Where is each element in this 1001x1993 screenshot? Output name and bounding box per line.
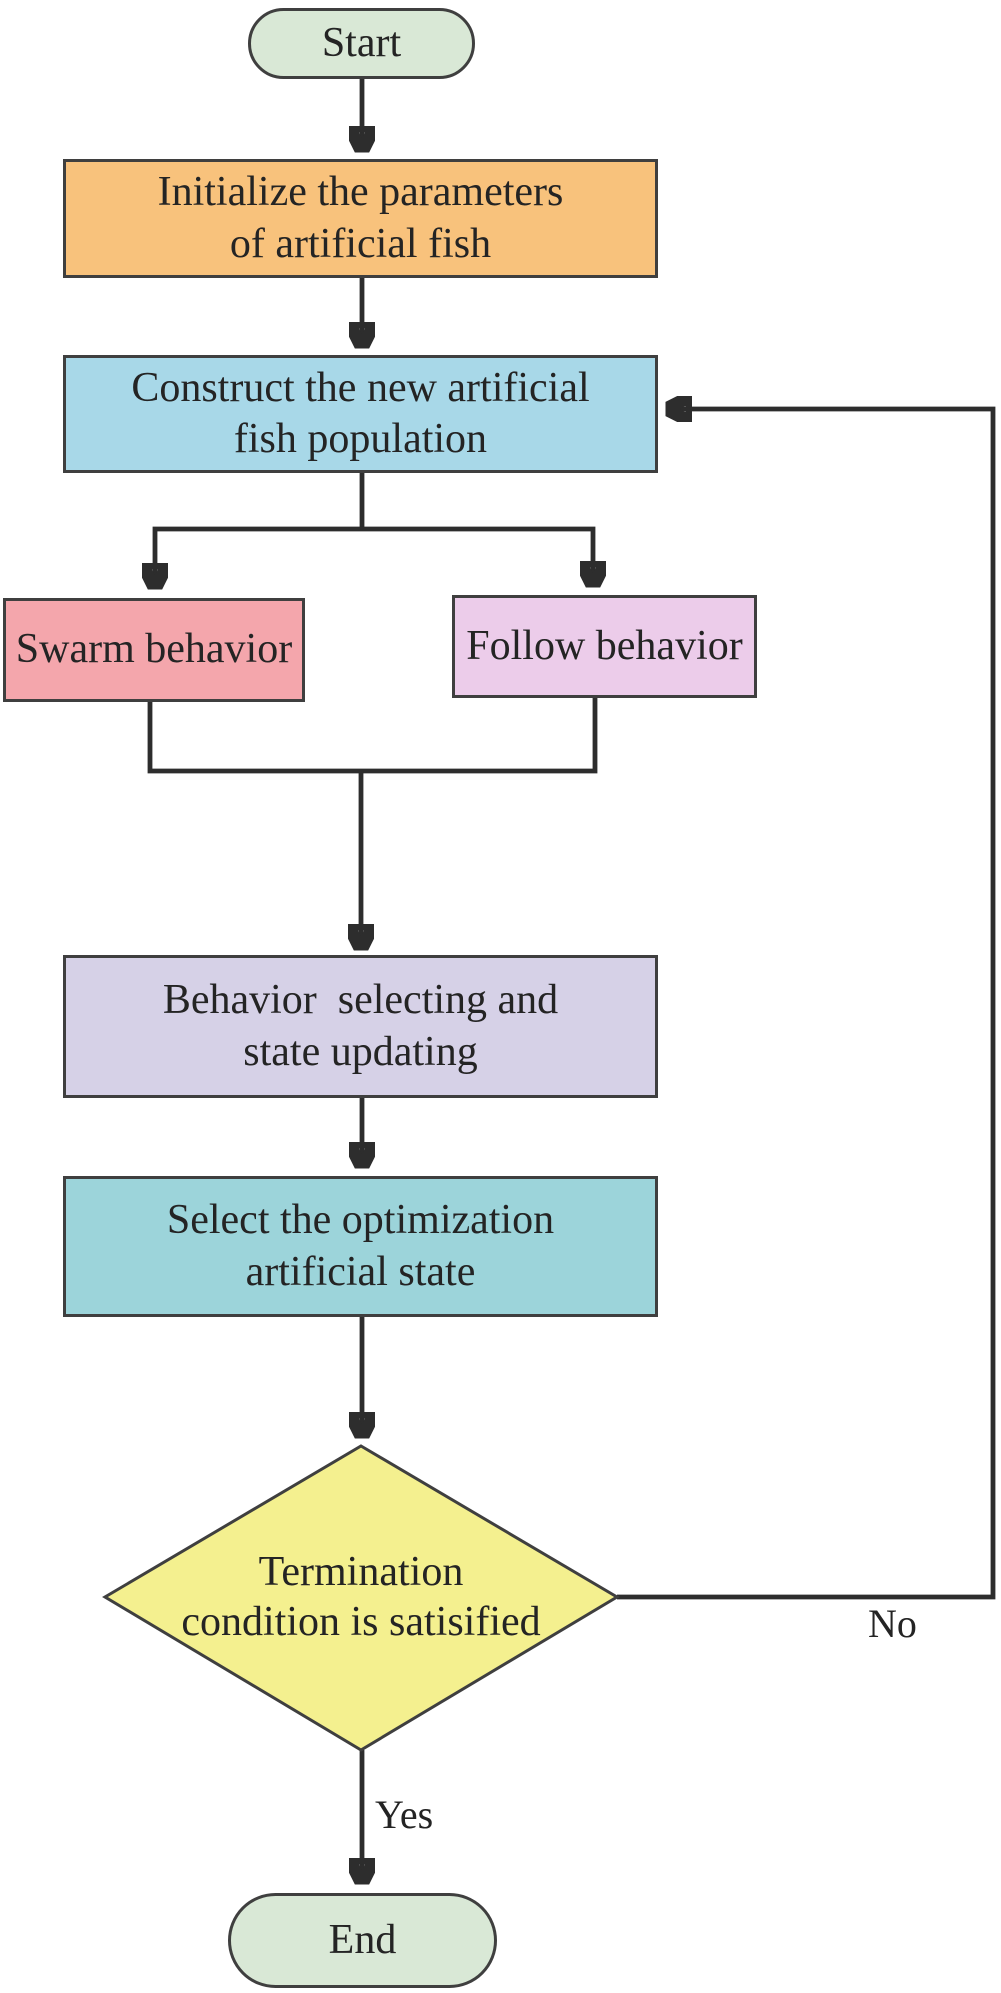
edge-label-no: No [868,1601,917,1646]
edge-label-yes: Yes [375,1792,434,1837]
edge-split-follow [362,526,593,585]
node-follow-behavior: Follow behavior [452,595,757,698]
node-follow-behavior-label: Follow behavior [466,622,743,669]
node-start-label: Start [321,19,402,66]
node-select-optimization: Select the optimization artificial state [63,1176,658,1317]
node-termination-decision: Termination condition is satisified [105,1446,617,1750]
edge-merge-rail [147,698,598,774]
node-behavior-selecting-label: Behavior selecting and state updating [162,977,559,1075]
node-swarm-behavior: Swarm behavior [3,598,305,702]
node-end: End [228,1893,497,1988]
node-initialize-parameters-label: Initialize the parameters of artificial … [157,169,564,267]
node-end-label: End [328,1916,397,1963]
node-start: Start [248,8,475,79]
node-termination-decision-label: Termination condition is satisified [181,1549,541,1645]
decision-diamond [102,1444,620,1752]
node-construct-population-label: Construct the new artificial fish popula… [131,364,590,462]
edge-split-swarm [155,526,362,587]
node-initialize-parameters: Initialize the parameters of artificial … [63,159,658,278]
node-construct-population: Construct the new artificial fish popula… [63,355,658,473]
node-select-optimization-label: Select the optimization artificial state [166,1197,555,1295]
node-behavior-selecting: Behavior selecting and state updating [63,955,658,1098]
node-swarm-behavior-label: Swarm behavior [15,626,293,673]
edge-decision-construct-no [617,409,996,1600]
